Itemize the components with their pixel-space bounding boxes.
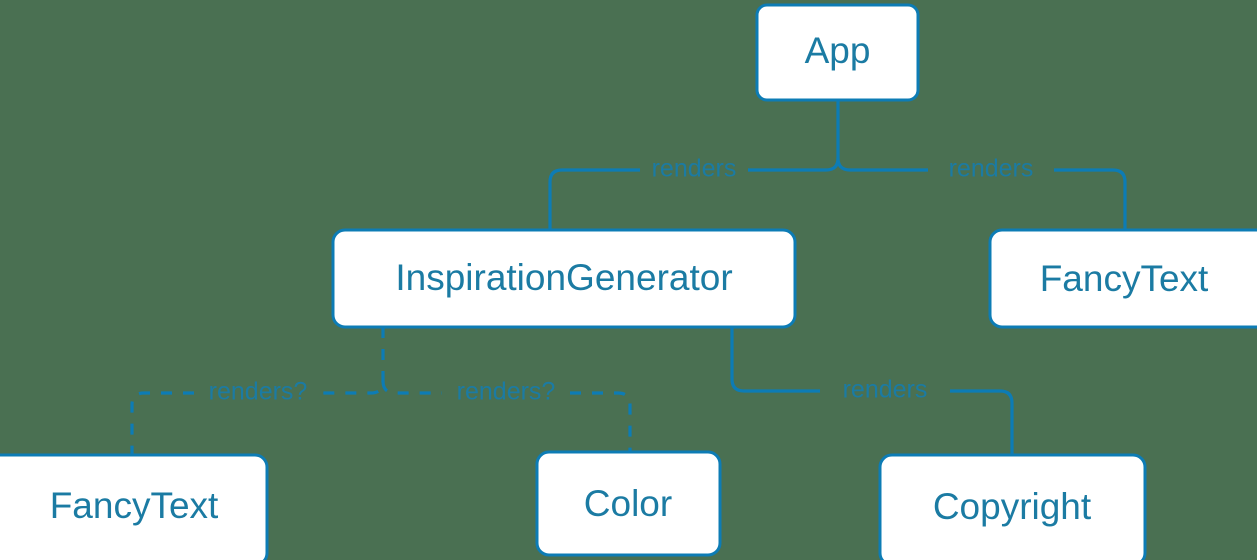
edge-label-inspirationgenerator-to-copyright: renders: [843, 376, 928, 404]
edge-path-app-to-fancytext-right-seg: [1054, 168, 1127, 230]
edge-path-inspirationgenerator-to-fancytext-stem: [322, 327, 385, 395]
edge-label-inspirationgenerator-to-color: renders?: [457, 378, 556, 406]
edge-app-to-inspirationgenerator: renders: [548, 100, 840, 230]
node-label-app: App: [805, 30, 871, 71]
node-label-fancytext-bottom: FancyText: [50, 485, 219, 526]
edge-path-app-to-inspirationgenerator-left-seg: [548, 168, 640, 230]
edge-path-inspirationgenerator-to-copyright-drop: [950, 389, 1014, 455]
node-label-fancytext-right: FancyText: [1040, 258, 1209, 299]
node-box-inspiration-generator[interactable]: [331, 228, 797, 329]
node-box-color[interactable]: [535, 450, 722, 557]
node-box-fancytext-right[interactable]: [988, 228, 1257, 329]
node-box-app[interactable]: [755, 3, 920, 102]
node-fancytext-bottom[interactable]: FancyText: [0, 453, 269, 560]
edge-inspirationgenerator-to-fancytext: renders?: [130, 327, 385, 455]
edge-inspirationgenerator-to-copyright: renders: [730, 327, 1014, 455]
node-fancytext-right[interactable]: FancyText: [988, 228, 1257, 329]
edge-path-inspirationgenerator-to-copyright-stem: [730, 327, 820, 393]
edge-label-app-to-inspirationgenerator: renders: [652, 155, 737, 183]
node-box-copyright[interactable]: [878, 453, 1147, 560]
node-color[interactable]: Color: [535, 450, 722, 557]
edge-path-inspirationgenerator-to-fancytext-drop: [130, 391, 194, 455]
node-label-copyright: Copyright: [933, 486, 1092, 527]
node-box-fancytext-bottom[interactable]: [0, 453, 269, 560]
edge-app-to-fancytext: renders: [836, 155, 1127, 230]
edge-path-app-to-inspirationgenerator-right-seg: [748, 100, 840, 172]
edge-label-inspirationgenerator-to-fancytext: renders?: [209, 378, 308, 406]
node-label-color: Color: [584, 483, 672, 524]
edge-label-app-to-fancytext: renders: [949, 155, 1034, 183]
node-label-inspiration-generator: InspirationGenerator: [395, 257, 732, 298]
node-copyright[interactable]: Copyright: [878, 453, 1147, 560]
edge-inspirationgenerator-to-color: renders?: [381, 378, 632, 452]
node-app[interactable]: App: [755, 3, 920, 102]
node-inspiration-generator[interactable]: InspirationGenerator: [331, 228, 797, 329]
edge-path-inspirationgenerator-to-color-drop: [570, 391, 632, 452]
edge-path-app-to-fancytext-left-seg: [836, 157, 928, 172]
edge-path-inspirationgenerator-to-color-stem: [381, 380, 442, 395]
